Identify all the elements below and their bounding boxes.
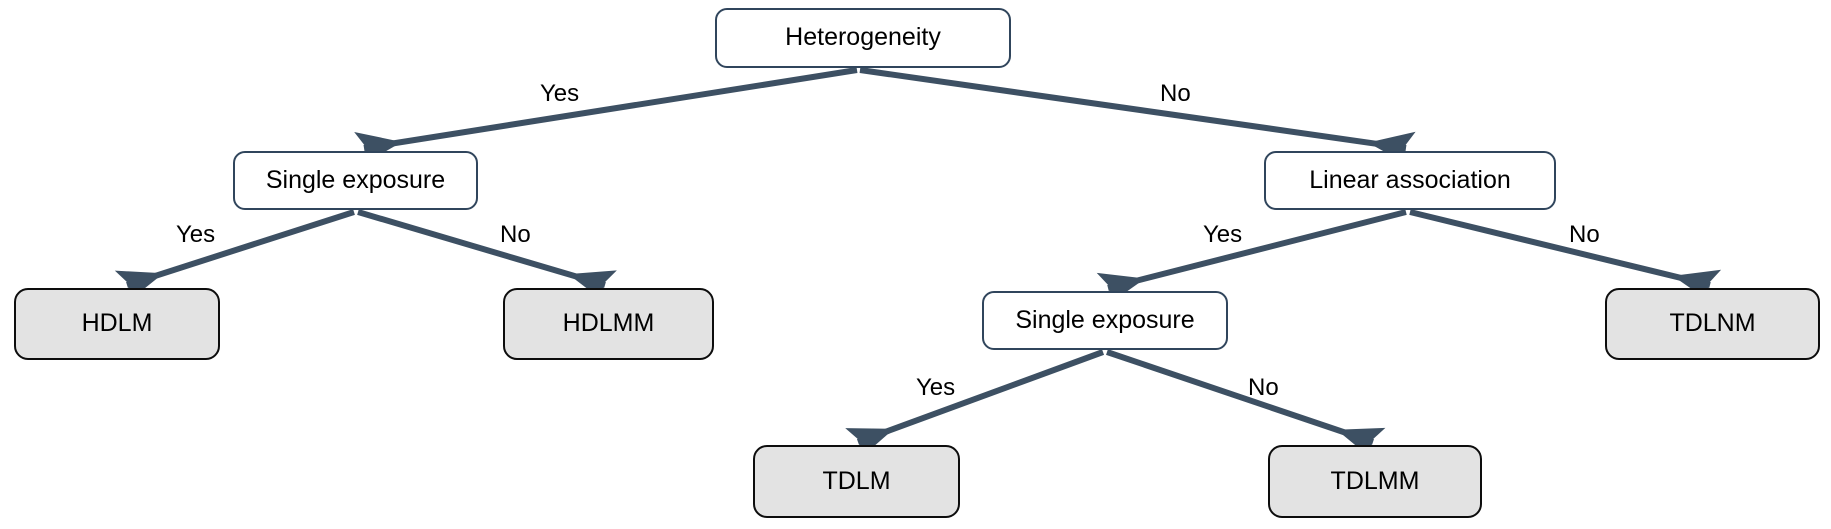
edge-label-single-exposure-left-no: No: [500, 221, 531, 248]
edge-single-exposure-right-no: [1106, 349, 1386, 461]
node-single-exposure-right[interactable]: Single exposure: [982, 291, 1228, 350]
node-label: TDLM: [822, 466, 891, 495]
node-label: HDLMM: [562, 309, 655, 338]
node-heterogeneity[interactable]: Heterogeneity: [715, 8, 1011, 68]
node-label: Linear association: [1309, 165, 1511, 194]
edge-label-linear-association-yes: Yes: [1203, 221, 1243, 248]
node-tdlnm[interactable]: TDLNM: [1605, 288, 1820, 360]
edge-label-single-exposure-left-yes: Yes: [176, 221, 216, 248]
edge-label-linear-association-no: No: [1569, 221, 1600, 248]
edge-label-heterogeneity-yes: Yes: [540, 80, 580, 107]
node-hdlmm[interactable]: HDLMM: [503, 288, 714, 360]
node-linear-association[interactable]: Linear association: [1264, 151, 1556, 210]
node-label: Single exposure: [265, 165, 446, 194]
node-hdlm[interactable]: HDLM: [14, 288, 220, 360]
edge-linear-association-yes: [1096, 209, 1407, 307]
edge-heterogeneity-no: [859, 67, 1416, 167]
node-tdlm[interactable]: TDLM: [753, 445, 960, 518]
edge-heterogeneity-yes: [354, 67, 858, 167]
edge-label-single-exposure-right-yes: Yes: [916, 374, 956, 401]
node-label: TDLMM: [1330, 466, 1420, 495]
edge-single-exposure-left-yes: [114, 209, 355, 304]
node-label: TDLNM: [1669, 309, 1756, 338]
node-label: Single exposure: [1015, 305, 1195, 334]
edge-label-single-exposure-right-no: No: [1248, 374, 1279, 401]
edge-label-heterogeneity-no: No: [1160, 80, 1191, 107]
node-label: Heterogeneity: [785, 23, 941, 52]
edge-single-exposure-right-yes: [845, 349, 1105, 461]
node-single-exposure-left[interactable]: Single exposure: [233, 151, 478, 210]
node-tdlmm[interactable]: TDLMM: [1268, 445, 1482, 518]
edge-single-exposure-left-no: [357, 209, 617, 304]
edge-linear-association-no: [1409, 209, 1722, 304]
node-label: HDLM: [81, 309, 153, 338]
